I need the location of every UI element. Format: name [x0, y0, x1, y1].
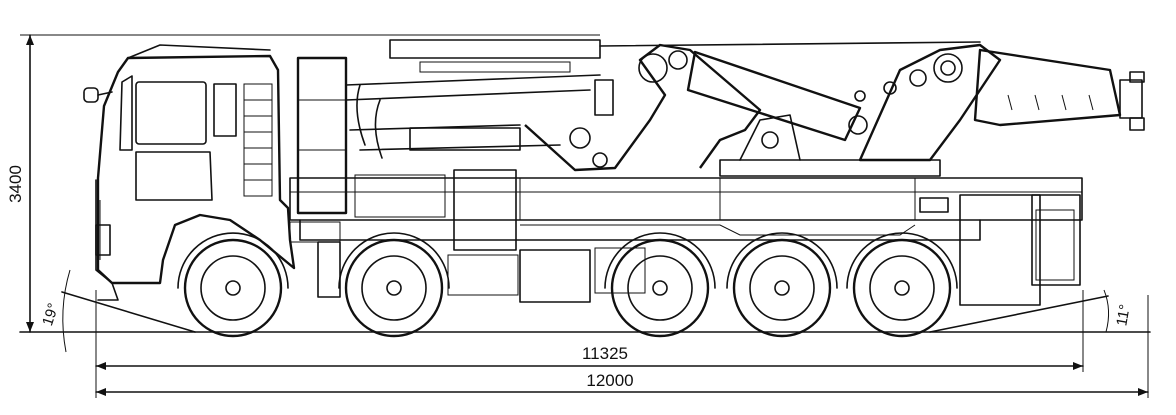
- wheel-2: [338, 232, 450, 338]
- overall-length-dimension: 12000: [95, 295, 1149, 398]
- wheelbase-dimension: 11325: [95, 290, 1084, 398]
- approach-angle-label: 19°: [39, 301, 62, 328]
- wheelbase-length-label: 11325: [582, 344, 628, 363]
- undercarriage-components: [289, 169, 646, 303]
- overall-length-label: 12000: [586, 371, 633, 390]
- chassis-frame: [289, 177, 1083, 306]
- departure-angle-label: 11°: [1113, 303, 1133, 327]
- knuckle-boom: [524, 43, 868, 172]
- crane-column: [296, 56, 348, 215]
- approach-angle: 19°: [39, 269, 196, 353]
- wheel-3: [604, 232, 716, 338]
- wheel-1: [177, 232, 289, 338]
- crane-hydraulic-linkage: [345, 39, 614, 218]
- wheel-4: [726, 232, 838, 338]
- boom-base: [719, 43, 1002, 177]
- wheel-5: [846, 232, 958, 338]
- telescopic-boom: [599, 41, 1145, 131]
- cab: [83, 44, 296, 301]
- departure-angle: 11°: [929, 289, 1134, 333]
- height-dimension: 3400: [6, 34, 185, 333]
- height-label: 3400: [6, 165, 25, 203]
